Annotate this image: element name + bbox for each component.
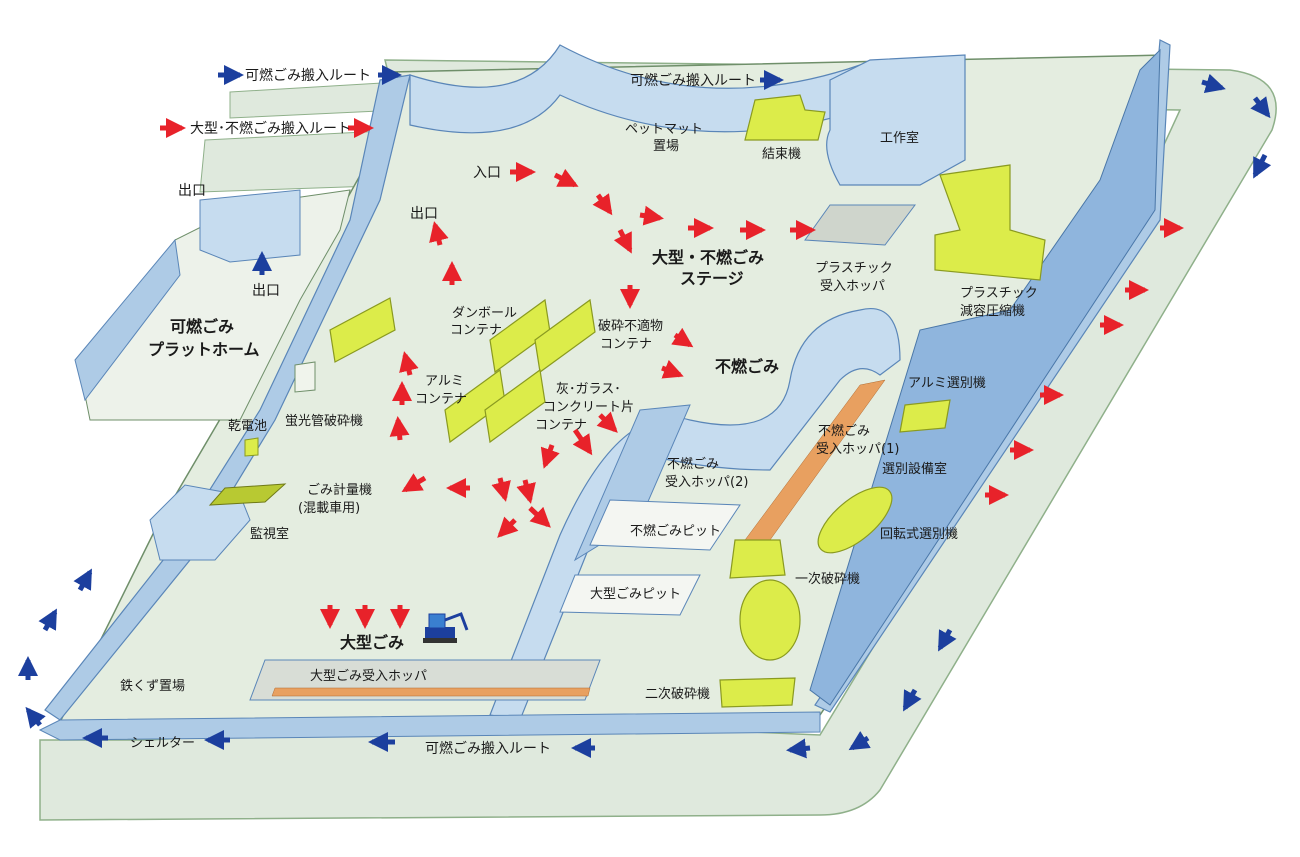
label-nb-hopper2-2: 受入ホッパ(2)	[665, 475, 748, 490]
label-nb-hopper2-1: 不燃ごみ	[667, 456, 719, 472]
label-secondary-crusher: 二次破砕機	[645, 686, 710, 702]
label-burnable-platform-1: 可燃ごみ	[170, 317, 234, 336]
label-pet-mat-2: 置場	[653, 139, 679, 154]
label-sorting-room: 選別設備室	[882, 461, 947, 477]
label-aluminum-2: コンテナ	[415, 392, 467, 407]
label-burnable-route-tl: 可燃ごみ搬入ルート	[245, 67, 371, 84]
scale-equipment	[208, 483, 287, 506]
rotary-sorter-equipment	[817, 486, 893, 554]
secondary-crusher-equipment	[719, 677, 796, 708]
label-stage-1: 大型・不燃ごみ	[652, 248, 764, 267]
label-scale-2: (混載車用)	[298, 501, 360, 516]
container-5	[484, 368, 546, 444]
label-exit-left: 出口	[178, 183, 206, 199]
label-stage-2: ステージ	[680, 269, 744, 288]
excavator-icon	[423, 612, 469, 643]
label-unsuitable-2: コンテナ	[600, 337, 652, 352]
label-scale-1: ごみ計量機	[307, 482, 372, 498]
label-exit-left2: 出口	[252, 283, 280, 299]
label-cardboard-1: ダンボール	[452, 306, 517, 321]
label-ash-2: コンクリート片	[543, 400, 634, 415]
label-ash-3: コンテナ	[535, 418, 587, 433]
nonburnable-pit	[589, 499, 741, 551]
blue-arrow-icon	[18, 65, 1272, 759]
label-bulky-route: 大型･不燃ごみ搬入ルート	[190, 120, 351, 137]
label-primary-crusher: 一次破砕機	[795, 571, 860, 587]
label-plastic-compressor-1: プラスチック	[960, 286, 1038, 301]
label-bulky-hopper: 大型ごみ受入ホッパ	[310, 668, 427, 684]
label-exit-inner: 出口	[410, 206, 438, 222]
label-burnable-route-top: 可燃ごみ搬入ルート	[630, 72, 756, 89]
container-3	[534, 298, 596, 374]
label-dry-battery: 乾電池	[228, 419, 267, 434]
wall-workshop	[826, 54, 966, 186]
label-plastic-hopper-2: 受入ホッパ	[820, 279, 885, 294]
label-aluminum-sorter: アルミ選別機	[908, 376, 986, 391]
label-unsuitable-1: 破砕不適物	[598, 318, 663, 334]
aluminum-sorter-equipment	[899, 399, 951, 433]
label-bulky-pit: 大型ごみピット	[590, 586, 681, 602]
primary-crusher-equipment	[729, 539, 786, 579]
label-shelter: シェルター	[130, 736, 195, 751]
label-rotary-sorter: 回転式選別機	[880, 527, 958, 542]
wall-right-panels	[809, 48, 1161, 706]
label-ash-1: 灰･ガラス･	[556, 382, 621, 397]
shelter-fence	[38, 711, 821, 741]
label-nb-pit: 不燃ごみピット	[630, 523, 721, 539]
label-workshop: 工作室	[880, 130, 919, 146]
label-bulky: 大型ごみ	[340, 633, 404, 652]
label-nb-hopper1-1: 不燃ごみ	[818, 423, 870, 439]
red-arrow-icon	[160, 118, 1184, 629]
secondary-crusher-drum	[739, 579, 801, 661]
binding-machine-equipment	[744, 94, 826, 141]
plastic-compressor-equipment	[934, 164, 1046, 281]
label-aluminum-1: アルミ	[425, 374, 464, 389]
label-fluorescent-crusher: 蛍光管破砕機	[285, 414, 363, 429]
label-nonburnable: 不燃ごみ	[715, 357, 779, 376]
label-entrance: 入口	[473, 165, 501, 181]
wall-exit	[199, 189, 301, 263]
label-scrap-iron: 鉄くず置場	[120, 679, 185, 694]
label-burnable-route-bottom: 可燃ごみ搬入ルート	[425, 740, 551, 757]
label-cardboard-2: コンテナ	[450, 323, 502, 338]
label-monitor-room: 監視室	[250, 526, 289, 542]
dry-battery-equipment	[244, 437, 259, 457]
label-binding-machine: 結束機	[762, 147, 801, 162]
fluorescent-crusher-equipment	[294, 361, 316, 393]
label-pet-mat-1: ペットマット	[625, 122, 703, 137]
container-1	[329, 297, 396, 363]
fence-left	[74, 238, 181, 402]
bulky-hopper-stripes	[271, 687, 591, 697]
label-burnable-platform-2: プラットホーム	[148, 340, 260, 359]
label-plastic-hopper-1: プラスチック	[815, 261, 893, 276]
label-nb-hopper1-2: 受入ホッパ(1)	[816, 442, 899, 457]
bulky-pit	[559, 574, 701, 616]
label-plastic-compressor-2: 減容圧縮機	[960, 303, 1025, 319]
